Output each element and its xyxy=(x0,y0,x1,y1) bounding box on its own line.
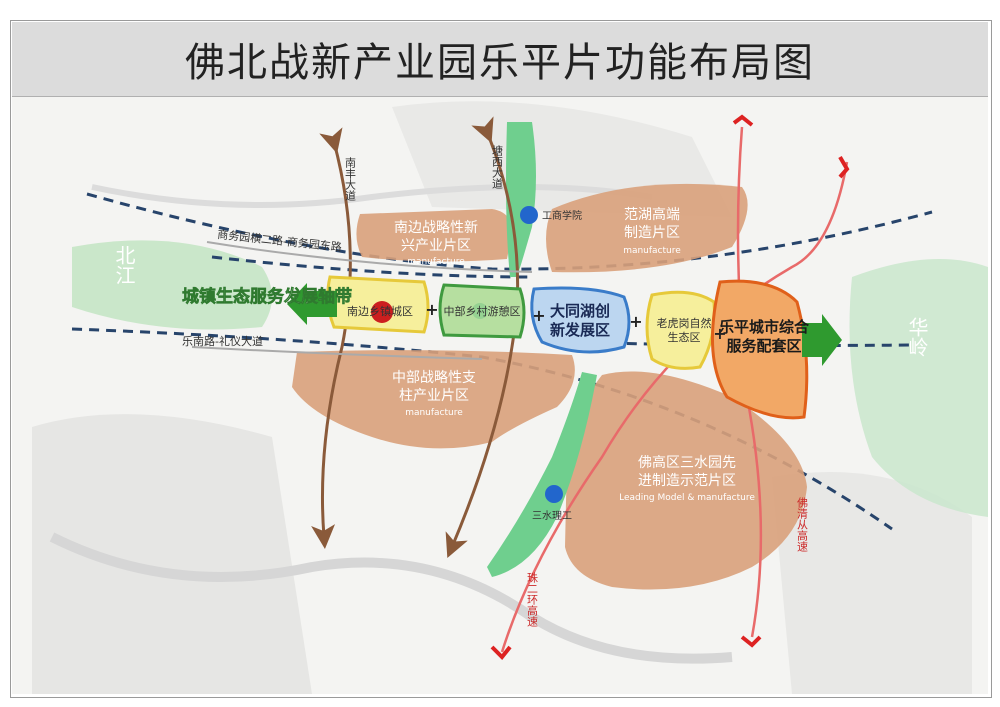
plus-sign-3: + xyxy=(629,312,642,331)
foqing-highway-label: 佛清从高速 xyxy=(796,497,809,552)
plus-sign-2: + xyxy=(532,306,545,325)
zone-middle-pillar-line1: 中部战略性支 xyxy=(392,370,476,386)
beijiang-label: 北江 xyxy=(112,245,136,285)
hualing-label: 华岭 xyxy=(905,317,929,357)
zone-fanhu-line1: 范湖高端 xyxy=(624,206,680,223)
sanshui-college-label: 三水理工 xyxy=(532,510,572,522)
hualing-green-area xyxy=(849,259,988,517)
zone-nanbian-strategic-line2: 兴产业片区 xyxy=(401,238,471,254)
zone-datong-lake xyxy=(530,286,631,354)
river xyxy=(49,532,733,664)
highway-arrow xyxy=(740,635,762,648)
lenan-road-label: 乐南路-礼仪大道 xyxy=(182,334,263,348)
gongshang-college-label: 工商学院 xyxy=(542,209,582,222)
urban-texture xyxy=(32,414,312,694)
highway-arrow xyxy=(490,645,512,660)
tangxi-road-label: 塘西大道 xyxy=(491,144,504,189)
plus-sign-4: + xyxy=(713,324,726,343)
zone-leping-city xyxy=(710,279,809,420)
lenan-road-line xyxy=(191,346,483,360)
zone-datong-lake-line2: 新发展区 xyxy=(550,321,610,339)
zone-middle-village-label: 中部乡村游憩区 xyxy=(444,304,521,318)
zone-datong-lake-line1: 大同湖创 xyxy=(550,302,610,320)
nanfeng-road-line xyxy=(311,127,352,549)
gongshang-college-dot xyxy=(520,206,538,224)
title-bar: 佛北战新产业园乐平片功能布局图 xyxy=(12,22,988,97)
zone-leping-city-line2: 服务配套区 xyxy=(726,337,801,355)
zone-nanbian-strategic-sub: manufacture xyxy=(407,257,465,267)
zone-fanhu xyxy=(546,183,748,273)
zone-leping-city-line1: 乐平城市综合 xyxy=(719,318,810,336)
green-corridor-south xyxy=(487,372,597,577)
zone-laohuang-line2: 生态区 xyxy=(668,330,701,344)
zone-fanhu-line2: 制造片区 xyxy=(624,225,680,241)
zone-middle-pillar-line2: 柱产业片区 xyxy=(399,388,469,404)
zone-foshan-high-tech-sub: Leading Model & manufacture xyxy=(619,493,755,503)
zone-nanbian-town-label: 南边乡镇城区 xyxy=(347,304,413,318)
ecology-axis-label: 城镇生态服务发展轴带 xyxy=(182,286,352,307)
layout-map: 南边战略性新 兴产业片区 manufacture 范湖高端 制造片区 manuf… xyxy=(12,97,988,694)
zone-middle-pillar xyxy=(292,350,575,449)
highway-arrow xyxy=(732,114,754,127)
ring-highway-label: 珠二环高速 xyxy=(526,571,539,627)
zone-laohuang-line1: 老虎岗自然 xyxy=(657,316,712,330)
highway-arrow xyxy=(838,155,850,179)
nanbian-center-dot xyxy=(371,301,393,323)
river xyxy=(91,184,653,208)
beijiang-green-area xyxy=(72,240,272,330)
sanshui-college-dot xyxy=(545,485,563,503)
zone-foshan-high-tech xyxy=(565,371,807,590)
zone-foshan-high-tech-line2: 进制造示范片区 xyxy=(638,472,736,489)
dashed-boundary-mid-north xyxy=(211,255,533,279)
ecology-axis-arrow-right xyxy=(802,314,842,366)
nanfeng-road-label: 南丰大道 xyxy=(344,157,357,201)
zone-foshan-high-tech-line1: 佛高区三水园先 xyxy=(638,454,736,471)
zone-nanbian-strategic-line1: 南边战略性新 xyxy=(394,220,478,236)
zone-middle-pillar-sub: manufacture xyxy=(405,408,463,418)
zone-laohuang xyxy=(645,290,716,370)
zone-fanhu-sub: manufacture xyxy=(623,246,681,256)
plus-sign-1: + xyxy=(425,300,438,319)
page-title: 佛北战新产业园乐平片功能布局图 xyxy=(185,40,815,86)
ecology-axis-arrow-left xyxy=(287,283,337,325)
shangwu-road-line xyxy=(206,241,533,273)
urban-texture xyxy=(772,472,972,694)
middle-village-dot xyxy=(472,303,488,319)
